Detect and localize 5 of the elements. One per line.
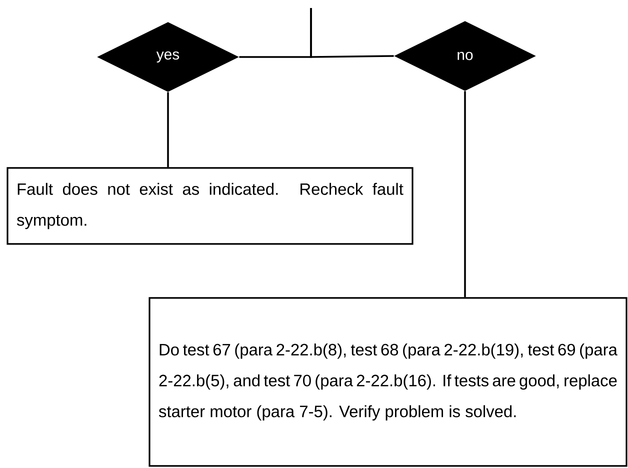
connector-line: [464, 91, 466, 298]
connector-line: [167, 92, 169, 168]
connector-line: [310, 8, 394, 58]
text-box: Do test 67 (para 2-22.b(8), test 68 (para 2-22.b(19), test 69 (para 2-22.b(5), and test 70 (para 2-22.b(16). If tests are good, replace starter motor (para 7-5). Verify problem is solved.: [148, 297, 628, 467]
text-box: Fault does not exist as indicated. Recheck fault symptom.: [6, 167, 414, 245]
